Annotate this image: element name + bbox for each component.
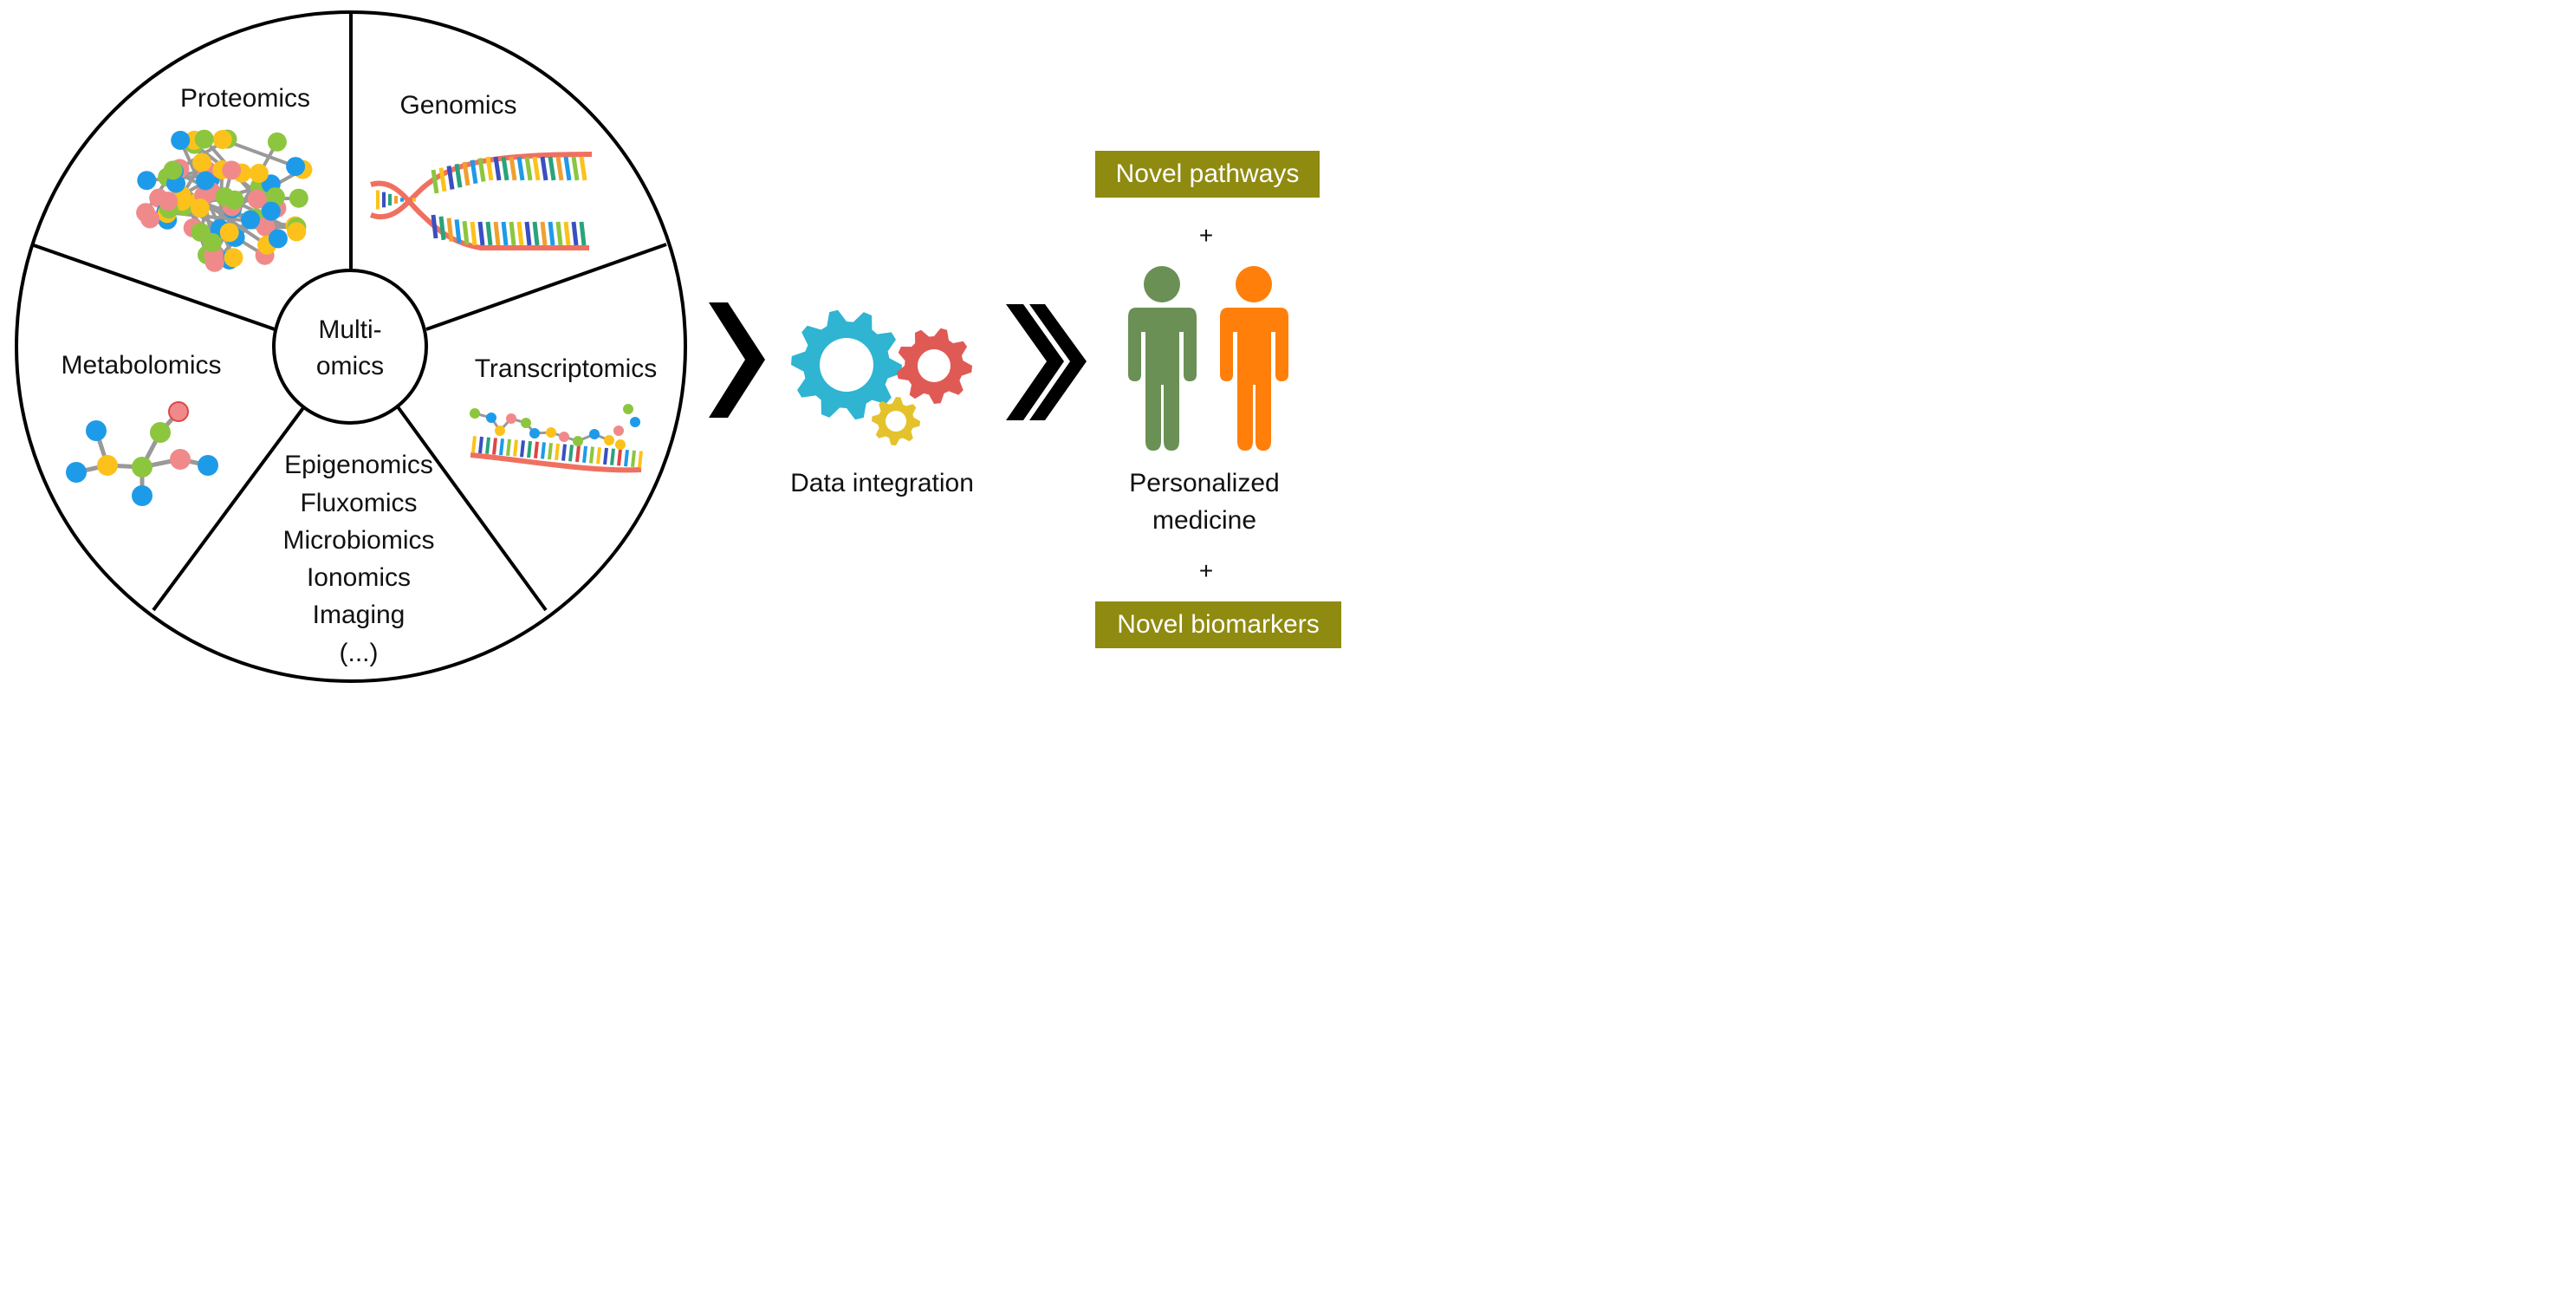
novel-pathways-badge: Novel pathways xyxy=(1095,151,1320,198)
proteomics-label: Proteomics xyxy=(180,84,310,113)
wheel-divider-right xyxy=(425,243,667,331)
data-integration-label: Data integration xyxy=(790,469,974,497)
protein-cluster-icon xyxy=(136,129,313,272)
person-orange-icon xyxy=(1220,266,1288,451)
hub-label-line1: Multi- xyxy=(318,315,381,344)
novel-biomarkers-badge: Novel biomarkers xyxy=(1095,601,1341,648)
plus-sign-bottom: + xyxy=(1199,557,1213,584)
person-green-icon xyxy=(1128,266,1197,451)
plus-sign-top: + xyxy=(1199,222,1213,249)
metabolite-molecule-icon xyxy=(66,401,218,506)
transcriptomics-label: Transcriptomics xyxy=(475,354,658,383)
other-omics-list: Epigenomics Fluxomics Microbiomics Ionom… xyxy=(282,451,434,667)
wheel-divider-bottom-left xyxy=(152,404,307,612)
double-chevron-arrow-icon-2 xyxy=(1029,304,1087,420)
gears-icon xyxy=(791,309,972,445)
multiomics-diagram: Multi- omics Proteomics Genomics Transcr… xyxy=(15,10,1288,683)
dna-helix-icon xyxy=(369,152,593,250)
other-omics-item: Microbiomics xyxy=(282,526,434,555)
multi-omics-hub xyxy=(272,269,428,425)
personalized-medicine-label-line1: Personalized xyxy=(1129,469,1279,497)
wheel-divider-left xyxy=(30,243,276,331)
other-omics-item: (...) xyxy=(340,639,379,667)
hub-label-line2: omics xyxy=(316,352,384,380)
other-omics-item: Imaging xyxy=(313,601,406,629)
other-omics-item: Ionomics xyxy=(307,563,411,592)
other-omics-item: Fluxomics xyxy=(300,489,417,517)
wheel-divider-bottom-right xyxy=(395,404,548,612)
genomics-label: Genomics xyxy=(399,91,516,120)
metabolomics-label: Metabolomics xyxy=(61,351,221,380)
personalized-medicine-label-line2: medicine xyxy=(1152,506,1256,535)
other-omics-item: Epigenomics xyxy=(284,451,433,479)
rna-strand-icon xyxy=(470,404,643,473)
omics-wheel: Multi- omics Proteomics Genomics Transcr… xyxy=(15,10,687,683)
chevron-arrow-icon xyxy=(709,302,765,418)
double-chevron-arrow-icon xyxy=(1006,304,1064,420)
